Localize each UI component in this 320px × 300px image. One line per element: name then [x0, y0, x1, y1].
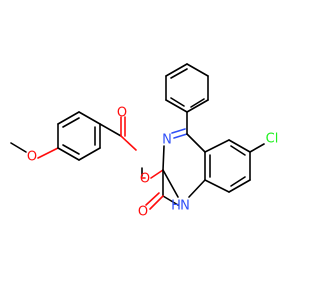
bond-c3-n4 [162, 145, 165, 171]
ester-link-oxygen-label: O [140, 172, 150, 187]
ester-carbonyl-oxygen-label: O [117, 106, 127, 121]
methoxyphenyl-ring [57, 111, 101, 161]
imine-nitrogen-label: N [162, 133, 172, 148]
bond-n4-c5 [173, 133, 188, 139]
bond-c2-n1 [162, 195, 179, 206]
ring-b-bond [186, 99, 209, 113]
ring-a-double-bond [62, 144, 80, 155]
ring-b-bond [165, 63, 188, 77]
diazepine-ring [162, 128, 206, 206]
bond-c-o-single [120, 135, 137, 151]
amide-oxygen-label: O [138, 205, 148, 220]
bond-o-c3 [150, 169, 164, 179]
bond-c2-c3 [162, 169, 179, 198]
methoxy-oxygen-label: O [27, 150, 37, 165]
ring-c-double-bond [230, 176, 246, 187]
ring-c-bond [228, 179, 251, 193]
methoxy-group [10, 142, 59, 159]
ring-c-bond [228, 139, 251, 153]
phenyl-ring [165, 63, 209, 135]
amide-hydrogen-label: H [171, 199, 181, 214]
bond-c9a-n1 [188, 179, 206, 198]
bond-n4-c5-double [171, 128, 186, 134]
amide-carbonyl [145, 192, 164, 210]
bond-c5-c5a [186, 133, 206, 153]
ring-c-bond [204, 139, 230, 153]
ring-a-bond [78, 111, 101, 125]
bond-c2-o-double [145, 192, 160, 206]
ester-group [99, 116, 146, 179]
bond-c2-o [149, 195, 164, 210]
ring-b-double-bond [190, 98, 205, 108]
bond-ring-to-carbonyl [99, 123, 122, 137]
bond-methyl-o [10, 142, 27, 153]
ring-b-double-bond [170, 97, 185, 107]
bond-o-aryl [37, 147, 59, 159]
ring-a-bond [78, 147, 101, 161]
atom-labels: O O O N N H O Cl [27, 106, 278, 220]
amide-nitrogen-label: N [180, 199, 190, 214]
ring-c-bond [204, 179, 230, 193]
molecule-structure-diagram: O O O N N H O Cl [10, 63, 278, 220]
chlorobenzene-ring [204, 139, 265, 193]
ring-b-double-bond [170, 68, 188, 79]
ring-a-bond [57, 111, 80, 125]
ring-a-double-bond [62, 117, 80, 128]
chlorine-label: Cl [266, 132, 279, 147]
ring-a-bond [57, 147, 80, 161]
ring-b-bond [186, 63, 209, 77]
ring-c-double-bond [230, 145, 246, 156]
ring-b-bond [165, 99, 188, 113]
bond-ring-cl [249, 143, 265, 153]
